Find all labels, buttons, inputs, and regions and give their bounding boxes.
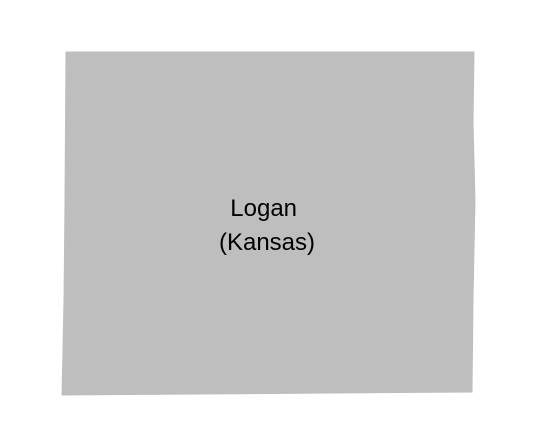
county-label: Logan (Kansas) (219, 195, 315, 256)
county-state-text: (Kansas) (219, 229, 315, 256)
county-name-text: Logan (230, 195, 297, 222)
county-shape-logan[interactable] (61, 51, 476, 396)
